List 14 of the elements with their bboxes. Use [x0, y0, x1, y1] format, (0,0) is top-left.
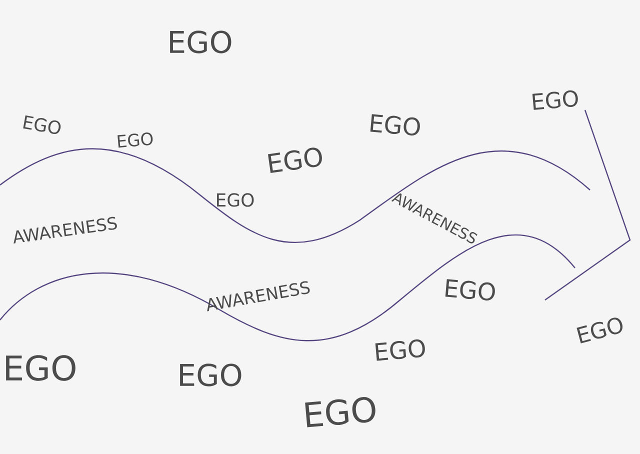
handwritten-label: EGO: [445, 279, 495, 301]
handwritten-label: EGO: [6, 355, 76, 381]
handwritten-label: AWARENESS: [14, 216, 117, 244]
handwritten-label: EGO: [370, 114, 420, 136]
handwritten-label: EGO: [118, 132, 153, 148]
handwritten-label: EGO: [305, 397, 376, 428]
handwritten-label: EGO: [268, 148, 322, 173]
handwritten-label: EGO: [532, 90, 578, 110]
handwritten-label: EGO: [217, 193, 254, 207]
handwritten-label: EGO: [180, 364, 242, 386]
handwritten-label: EGO: [23, 115, 61, 134]
handwritten-label: EGO: [170, 30, 232, 54]
handwritten-label: EGO: [576, 318, 623, 344]
handwritten-label: EGO: [375, 339, 425, 361]
